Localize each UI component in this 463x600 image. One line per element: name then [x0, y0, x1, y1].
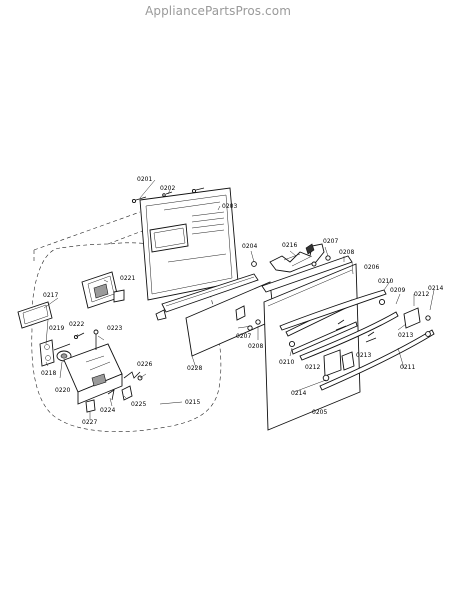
door-handles	[279, 289, 435, 391]
part-label-0201: 0201	[137, 176, 152, 183]
part-label-0212-right: 0212	[414, 291, 429, 298]
part-label-0221: 0221	[120, 275, 135, 282]
part-label-0220: 0220	[55, 387, 70, 394]
part-label-0204: 0204	[242, 243, 257, 250]
part-label-0226: 0226	[137, 361, 152, 368]
part-label-0227: 0227	[82, 419, 97, 426]
part-label-0211: 0211	[400, 364, 415, 371]
part-label-0208-mid: 0208	[248, 343, 263, 350]
part-label-0216: 0216	[282, 242, 297, 249]
part-label-0203: 0203	[222, 203, 237, 210]
part-label-0215: 0215	[185, 399, 200, 406]
outer-door-panel	[263, 263, 361, 431]
handle-bracket-right	[341, 307, 431, 371]
part-label-0213-right: 0213	[398, 332, 413, 339]
part-label-0205: 0205	[312, 409, 327, 416]
watermark-text: AppliancePartsPros.com	[145, 4, 291, 18]
part-label-0210-top: 0210	[378, 278, 393, 285]
leader-lines	[43, 179, 435, 420]
part-label-0202: 0202	[160, 185, 175, 192]
control-module-group	[17, 271, 143, 413]
part-label-0206: 0206	[364, 264, 379, 271]
part-label-0225: 0225	[131, 401, 146, 408]
hinge-latch-assembly	[269, 243, 325, 273]
part-label-0224: 0224	[100, 407, 115, 414]
part-label-0222: 0222	[69, 321, 84, 328]
part-label-0214-right: 0214	[428, 285, 443, 292]
control-group-boundary	[31, 242, 222, 433]
door-seal-strip	[155, 273, 259, 321]
dashed-connector-top	[33, 211, 141, 262]
part-label-0213-mid: 0213	[356, 352, 371, 359]
part-label-0207-top: 0207	[323, 238, 338, 245]
part-label-0228: 0228	[187, 365, 202, 372]
part-label-0212-mid: 0212	[305, 364, 320, 371]
part-label-0209: 0209	[390, 287, 405, 294]
fasteners	[247, 255, 431, 382]
part-label-0210-mid: 0210	[279, 359, 294, 366]
part-label-0219: 0219	[49, 325, 64, 332]
part-label-0223: 0223	[107, 325, 122, 332]
part-label-0214-mid: 0214	[291, 390, 306, 397]
part-label-0208-top: 0208	[339, 249, 354, 256]
door-screws	[131, 187, 205, 204]
part-label-0207-mid: 0207	[236, 333, 251, 340]
part-label-0218: 0218	[41, 370, 56, 377]
part-label-0217: 0217	[43, 292, 58, 299]
